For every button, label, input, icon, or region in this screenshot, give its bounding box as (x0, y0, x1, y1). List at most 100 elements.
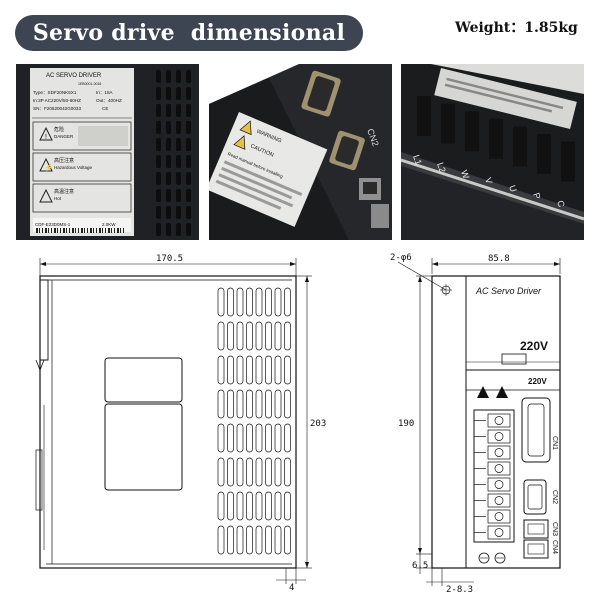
svg-text:L1: L1 (411, 154, 424, 167)
vent-slot (246, 423, 253, 453)
barcode-bar (63, 228, 65, 233)
photo-vent (156, 70, 161, 83)
vent-slot (227, 321, 234, 351)
vent-slot (265, 355, 272, 385)
front-brand: AC Servo Driver (475, 286, 542, 296)
vent-slot (265, 321, 272, 351)
vent-slot (236, 457, 244, 487)
barcode-bar (81, 228, 83, 233)
photo-vent (186, 223, 191, 236)
photo-vent (166, 223, 171, 236)
photo-vent (156, 138, 161, 151)
terminal-label: L1 (411, 154, 424, 167)
vent-slot (255, 423, 263, 453)
svg-text:!: ! (45, 134, 47, 141)
terminal-screw (494, 432, 504, 441)
vent-slot (265, 389, 272, 419)
barcode-bar (123, 228, 124, 233)
terminal-label: P (531, 192, 542, 201)
vent-slot (246, 287, 253, 317)
vent-slot (246, 389, 253, 419)
photo-vent (166, 172, 171, 185)
terminal-slot (561, 141, 575, 182)
p1-in: In:3P AC220V/50-60HZ (33, 98, 81, 103)
vent-slot (227, 423, 234, 453)
vent-slot (284, 491, 291, 521)
svg-text:P: P (531, 192, 542, 201)
side-height-dim: 203 (310, 419, 326, 429)
barcode-bar (72, 228, 74, 233)
terminal-cell (487, 525, 511, 540)
terminal-cell (487, 429, 511, 444)
barcode-bar (99, 228, 101, 233)
barcode-bar (108, 228, 110, 233)
terminal-cell (487, 493, 511, 508)
barcode-bar (45, 228, 47, 233)
vent-slot (227, 525, 234, 555)
terminal-cell (487, 413, 511, 428)
photo-connectors: WARNING CAUTION Read manual before insta… (209, 64, 392, 240)
front-voltage-large: 220V (520, 339, 548, 353)
barcode-bar (93, 228, 94, 233)
vent-slot (227, 389, 234, 419)
vent-slot (274, 355, 282, 385)
barcode-bar (36, 228, 38, 233)
terminal-label: V (483, 176, 494, 185)
vent-slot (265, 525, 272, 555)
terminal-slot (489, 118, 503, 159)
terminal-screw (494, 528, 504, 537)
vent-slot (274, 389, 282, 419)
front-bottom-dim: 6.5 (412, 561, 428, 571)
terminal-screw (494, 512, 504, 521)
barcode-bar (66, 228, 67, 233)
barcode-bar (87, 228, 88, 233)
cn4-label: CN4 (551, 540, 558, 554)
vent-slot (227, 457, 234, 487)
terminal-label: U (507, 184, 519, 193)
vent-slot (284, 287, 291, 317)
terminal-label: W (459, 169, 471, 181)
barcode-bar (42, 228, 43, 233)
vent-slot (246, 525, 253, 555)
vent-slot (217, 423, 225, 453)
photo-vent (166, 121, 171, 134)
barcode-bar (120, 228, 121, 233)
photo-vent (166, 104, 171, 117)
barcode-bar (39, 228, 40, 233)
barcode-bar (54, 228, 56, 233)
vent-slot (274, 457, 282, 487)
vent-slot (217, 491, 225, 521)
p1-bottom-code: CDF-E23D0MS-1 (35, 222, 71, 227)
p1-danger-cn: 危险 (54, 126, 64, 133)
photo-side-label: AC SERVO DRIVER 1EB0001-0016 Type：SDF20N… (16, 64, 199, 240)
svg-text:C: C (555, 199, 567, 209)
vent-slot (236, 321, 244, 351)
photo-vent (176, 87, 181, 100)
vent-slot (265, 491, 272, 521)
vent-slot (246, 355, 253, 385)
terminal-slot (441, 103, 455, 144)
terminal-cell (487, 461, 511, 476)
vent-slot (274, 321, 282, 351)
cn2-label: CN2 (551, 490, 558, 504)
vent-slot (217, 457, 225, 487)
barcode-bar (117, 228, 119, 233)
p1-hot-cn: 高温注意 (54, 188, 74, 195)
vent-slot (255, 389, 263, 419)
p1-hv-cn: 高压注意 (54, 157, 74, 164)
terminal-label: L2 (435, 161, 448, 174)
terminal-screw (494, 464, 504, 473)
vent-slot (236, 491, 244, 521)
vent-slot (217, 525, 225, 555)
photo-vent (176, 121, 181, 134)
terminal-slot (513, 126, 527, 167)
terminal-screw (494, 448, 504, 457)
vent-slot (284, 355, 291, 385)
photo-vent (176, 155, 181, 168)
barcode-bar (114, 228, 115, 233)
photo-vent (166, 155, 171, 168)
photo-vent (186, 121, 191, 134)
front-hole-dim: 2-φ6 (390, 253, 412, 263)
barcode (36, 228, 124, 233)
